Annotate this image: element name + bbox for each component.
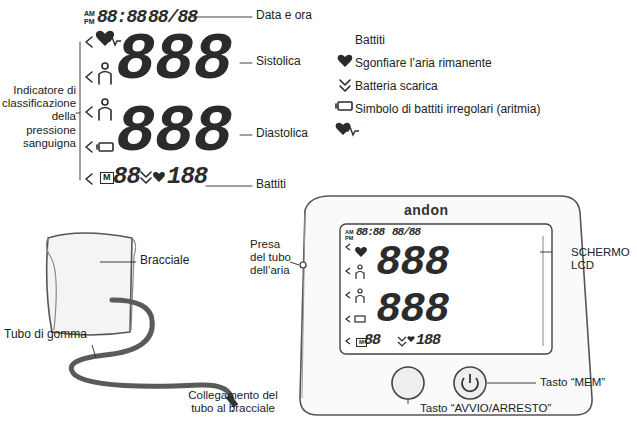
memory-digits: 88 bbox=[113, 165, 140, 189]
part-label: Tubo di gomma bbox=[4, 328, 87, 342]
systolic-digits: 888 bbox=[116, 28, 232, 94]
period: AM bbox=[345, 229, 354, 235]
diastolic-digits: 888 bbox=[116, 100, 232, 166]
callout-label: Data e ora bbox=[256, 9, 312, 23]
systolic-digits: 888 bbox=[376, 242, 449, 284]
legend-entry: Battiti bbox=[355, 30, 540, 53]
legend-entry: Sgonfiare l’aria rimanente bbox=[355, 53, 540, 76]
legend-entry: Simbolo di battiti irregolari (aritmia) bbox=[355, 99, 540, 122]
memory-mark: M bbox=[100, 172, 114, 184]
date-digits: 88/88 bbox=[392, 227, 420, 238]
part-label: Collegamento del tubo al bracciale bbox=[178, 389, 288, 415]
time-digits: 88:88 bbox=[97, 8, 146, 26]
date-digits: 88/88 bbox=[148, 8, 197, 26]
legend: BattitiSgonfiare l’aria rimanenteBatteri… bbox=[355, 30, 540, 122]
time-digits: 88:88 bbox=[356, 227, 384, 238]
callout-label: Sistolica bbox=[256, 55, 301, 69]
part-label: Tasto “AVVIO/ARRESTO” bbox=[420, 402, 551, 415]
pulse-digits: 188 bbox=[167, 165, 207, 189]
callout-label: Battiti bbox=[256, 178, 286, 192]
period: PM bbox=[84, 18, 95, 26]
part-label: Bracciale bbox=[140, 254, 189, 268]
period: PM bbox=[345, 235, 353, 241]
period: AM bbox=[84, 10, 95, 18]
part-label: SCHERMO LCD bbox=[571, 246, 633, 272]
diastolic-digits: 888 bbox=[376, 289, 449, 331]
callout-label: Indicatore di classificazione della pres… bbox=[2, 84, 76, 150]
memory-digits: 88 bbox=[364, 333, 380, 348]
legend-entry: Batteria scarica bbox=[355, 76, 540, 99]
part-label: Tasto “MEM” bbox=[540, 376, 605, 389]
pulse-digits: 188 bbox=[416, 333, 440, 348]
part-label: Presa del tubo dell’aria bbox=[250, 238, 292, 278]
brand-logo: andon bbox=[404, 202, 449, 218]
callout-label: Diastolica bbox=[256, 127, 308, 141]
